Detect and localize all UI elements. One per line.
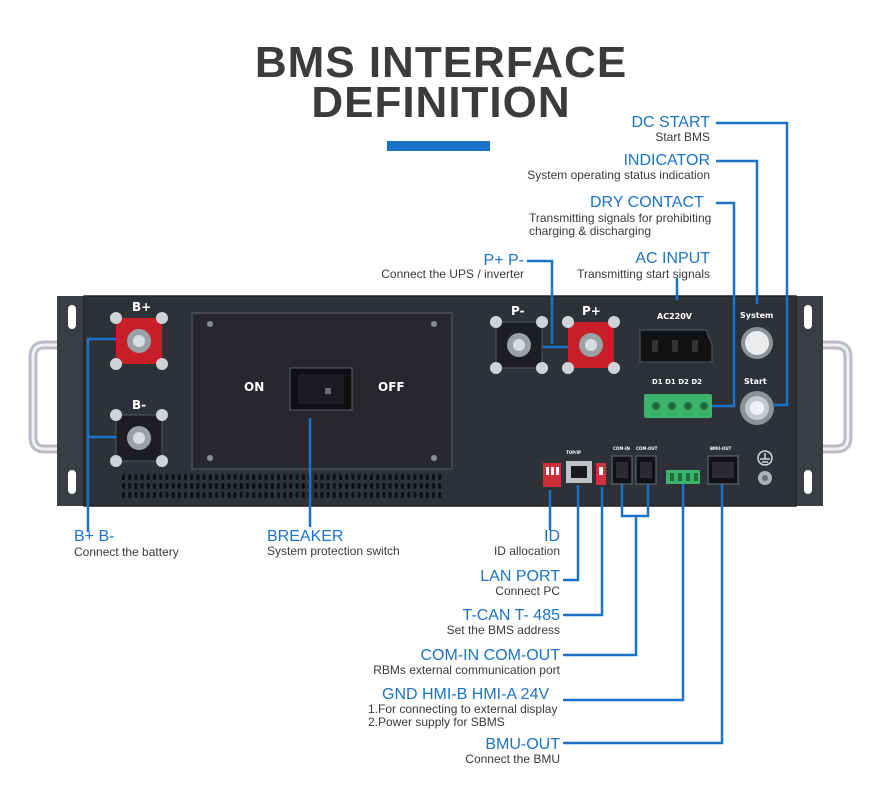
indicator-desc: System operating status indication [527,168,710,182]
leader-com [563,516,638,657]
dry-contact-connector[interactable] [644,394,712,418]
left-handle [28,340,67,454]
ac-input-desc: Transmitting start signals [577,267,710,281]
title-line-1: BMS INTERFACE [254,38,628,87]
label-on: ON [244,380,265,394]
label-b-minus: B- [132,398,147,412]
id-heading: ID [544,528,560,545]
label-top-ip: TOP/IP [566,450,581,455]
label-p-minus: P- [511,304,525,318]
id-dip-switch[interactable] [543,463,561,487]
rocker-switch-icon[interactable] [289,367,353,411]
ground-screw[interactable] [758,471,772,485]
lan-port[interactable] [566,461,592,483]
label-bmu-out: BMU-OUT [710,446,732,451]
tcan-dip-switch[interactable] [596,463,606,485]
leader-tcan [563,487,604,617]
label-com-in: COM-IN [613,446,630,451]
hmi-desc-2: 2.Power supply for SBMS [368,715,505,729]
p-terminals-desc: Connect the UPS / inverter [381,267,524,281]
com-heading: COM-IN COM-OUT [420,647,560,664]
leader-b [86,337,116,532]
leader-indicator [716,159,759,304]
leader-hmi [563,484,685,702]
label-system: System [740,311,774,320]
dry-contact-desc-1: Transmitting signals for prohibiting [529,211,712,225]
system-indicator-light [741,327,773,359]
breaker-heading: BREAKER [267,528,344,545]
p-plus-terminal[interactable] [562,316,620,374]
hmi-connector[interactable] [666,470,700,484]
dry-contact-desc-2: charging & discharging [529,224,652,238]
indicator-heading: INDICATOR [623,152,710,169]
b-terminals-heading: B+ B- [74,528,115,545]
label-ac220v: AC220V [657,312,692,321]
label-off: OFF [378,380,405,394]
p-minus-terminal[interactable] [490,316,548,374]
dc-start-desc: Start BMS [655,130,710,144]
lan-heading: LAN PORT [480,568,560,585]
vent-grille [122,474,442,498]
leader-p [527,259,554,344]
label-com-out: COM-OUT [636,446,658,451]
ground-icon [757,450,773,466]
hmi-heading: GND HMI-B HMI-A 24V [382,686,550,703]
hmi-desc-1: 1.For connecting to external display [368,702,558,716]
b-plus-terminal[interactable] [110,312,168,370]
tcan-desc: Set the BMS address [446,623,560,637]
title-accent-bar [387,141,490,151]
leader-lan [563,485,580,582]
breaker-desc: System protection switch [267,544,400,558]
com-desc: RBMs external communication port [373,663,560,677]
dc-start-heading: DC START [631,114,710,131]
lan-desc: Connect PC [495,584,560,598]
bmu-desc: Connect the BMU [465,752,560,766]
label-d-pins: D1 D1 D2 D2 [652,378,703,386]
tcan-heading: T-CAN T- 485 [462,607,560,624]
p-terminals-heading: P+ P- [483,252,524,269]
dry-contact-heading: DRY CONTACT [590,194,704,211]
title-line-2: DEFINITION [311,78,571,127]
ac-input-heading: AC INPUT [635,250,710,267]
leader-bmu [563,484,724,745]
leader-dc-start [716,121,789,407]
com-out-port[interactable] [635,455,657,485]
start-button[interactable] [740,391,774,425]
b-terminals-desc: Connect the battery [74,545,179,559]
com-in-port[interactable] [611,455,633,485]
id-desc: ID allocation [493,544,560,558]
right-handle [813,340,853,454]
label-start: Start [744,377,767,386]
bmu-heading: BMU-OUT [485,736,560,753]
label-b-plus: B+ [132,300,152,314]
label-p-plus: P+ [582,304,601,318]
ac-input-socket[interactable] [639,329,713,363]
leader-dry-contact [712,201,736,408]
